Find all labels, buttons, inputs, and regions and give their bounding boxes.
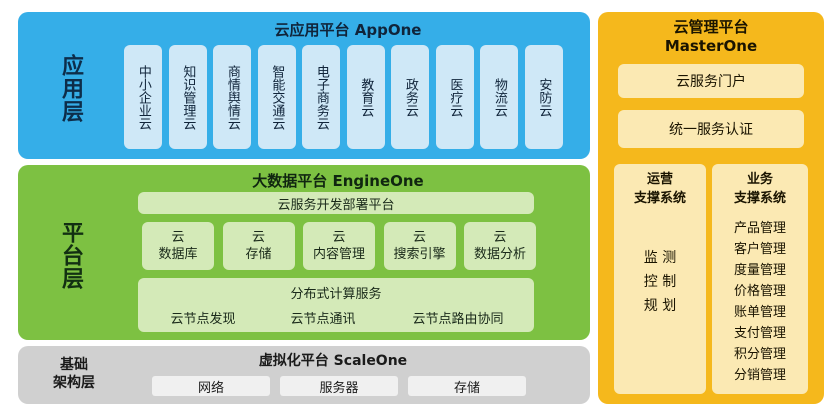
biz-title-line2: 支撑系统	[733, 191, 786, 206]
portal-box: 云服务门户	[618, 64, 804, 98]
ops-title: 运营 支撑系统	[614, 170, 706, 208]
mgmt-panel: 云管理平台 MasterOne 云服务门户 统一服务认证 运营 支撑系统 监 测…	[598, 12, 824, 404]
platform-service-top-2: 云	[332, 230, 346, 245]
infra-layer-panel: 基础 架构层 虚拟化平台 ScaleOne 网络服务器存储	[18, 346, 590, 404]
biz-item-0: 产品管理	[733, 221, 786, 236]
infra-item-1: 服务器	[280, 376, 398, 396]
biz-item-3: 价格管理	[733, 284, 786, 299]
app-item-1: 知识管理云	[168, 45, 207, 149]
platform-service-bottom-4: 数据分析	[473, 247, 526, 262]
ops-title-line1: 运营	[646, 172, 673, 187]
ops-item-2: 规 划	[643, 298, 677, 314]
app-item-4: 电子商务云	[302, 45, 340, 149]
app-item-6: 政务云	[391, 45, 429, 149]
mgmt-title-line1: 云管理平台	[673, 18, 749, 36]
mgmt-title-line2: MasterOne	[664, 37, 758, 55]
app-item-9: 安防云	[524, 45, 563, 149]
distributed-title: 分布式计算服务	[290, 287, 382, 302]
infra-label-line1: 基础	[60, 357, 88, 373]
app-item-5: 教育云	[346, 45, 385, 149]
biz-title-line1: 业务	[746, 172, 773, 187]
platform-title: 大数据平台 EngineOne	[252, 171, 424, 190]
platform-service-bottom-0: 数据库	[158, 247, 198, 262]
app-item-7: 医疗云	[435, 45, 474, 149]
biz-items-list: 产品管理客户管理度量管理价格管理账单管理支付管理积分管理分销管理	[712, 218, 808, 386]
ops-items-list: 监 测控 制规 划	[614, 246, 706, 318]
biz-item-7: 分销管理	[733, 368, 786, 383]
biz-title: 业务 支撑系统	[712, 170, 808, 208]
distributed-item-2: 云节点路由协同	[412, 312, 504, 327]
platform-service-2: 云内容管理	[303, 222, 375, 270]
ops-item-1: 控 制	[643, 274, 677, 290]
platform-layer-label: 平台层	[58, 220, 83, 290]
platform-service-bottom-2: 内容管理	[312, 247, 365, 262]
infra-title: 虚拟化平台 ScaleOne	[258, 353, 408, 369]
platform-service-top-0: 云	[171, 230, 185, 245]
platform-service-top-1: 云	[251, 230, 265, 245]
infra-item-2: 存储	[408, 376, 526, 396]
platform-service-bottom-3: 搜索引擎	[393, 247, 446, 262]
mgmt-title: 云管理平台 MasterOne	[598, 18, 824, 56]
auth-box: 统一服务认证	[618, 110, 804, 148]
distributed-item-0: 云节点发现	[170, 312, 236, 327]
platform-service-4: 云数据分析	[464, 222, 536, 270]
platform-service-3: 云搜索引擎	[383, 222, 456, 270]
biz-item-1: 客户管理	[733, 242, 786, 257]
app-item-2: 商情舆情云	[213, 45, 251, 149]
app-layer-panel: 应用层 云应用平台 AppOne 中小企业云知识管理云商情舆情云智能交通云电子商…	[18, 12, 590, 159]
biz-box: 业务 支撑系统 产品管理客户管理度量管理价格管理账单管理支付管理积分管理分销管理	[712, 164, 808, 394]
infra-label-line2: 架构层	[53, 375, 95, 391]
app-layer-label: 应用层	[58, 53, 83, 123]
ops-item-0: 监 测	[643, 250, 677, 266]
platform-service-0: 云数据库	[142, 222, 214, 270]
distributed-item-1: 云节点通讯	[290, 312, 356, 327]
platform-layer-panel: 平台层 大数据平台 EngineOne 云服务开发部署平台 云数据库云存储云内容…	[18, 165, 590, 340]
biz-item-6: 积分管理	[733, 347, 786, 362]
app-item-3: 智能交通云	[257, 45, 296, 149]
ops-box: 运营 支撑系统 监 测控 制规 划	[614, 164, 706, 394]
platform-service-top-3: 云	[412, 230, 426, 245]
dev-platform-box: 云服务开发部署平台	[138, 192, 534, 214]
distributed-box: 分布式计算服务 云节点发现 云节点通讯 云节点路由协同	[138, 278, 534, 332]
biz-item-4: 账单管理	[733, 305, 786, 320]
app-platform-title: 云应用平台 AppOne	[274, 20, 422, 39]
app-item-8: 物流云	[480, 45, 518, 149]
platform-service-bottom-1: 存储	[245, 247, 272, 262]
ops-title-line2: 支撑系统	[633, 191, 686, 206]
platform-service-top-4: 云	[493, 230, 507, 245]
biz-item-5: 支付管理	[733, 326, 786, 341]
infra-layer-label: 基础 架构层	[44, 356, 104, 392]
platform-service-1: 云存储	[222, 222, 295, 270]
biz-item-2: 度量管理	[733, 263, 786, 278]
infra-item-0: 网络	[152, 376, 270, 396]
app-item-0: 中小企业云	[124, 45, 162, 149]
